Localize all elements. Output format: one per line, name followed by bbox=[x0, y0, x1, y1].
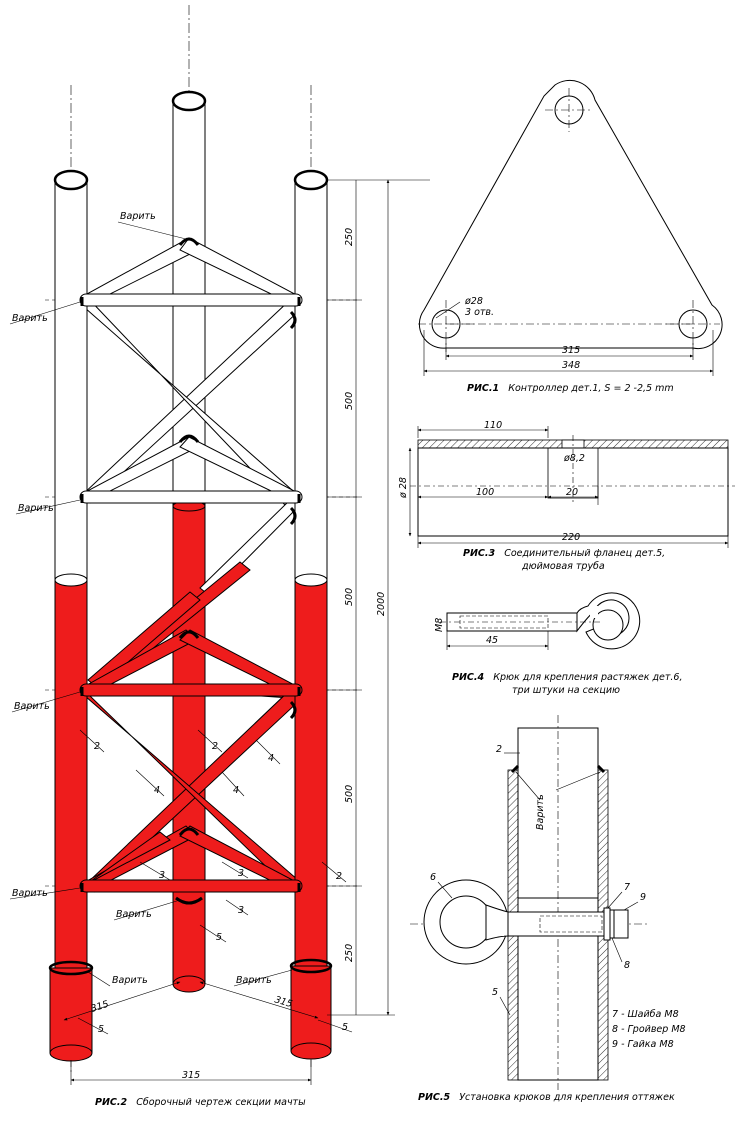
fig2-braces-upper bbox=[74, 237, 308, 597]
fig2-dim-vertical-text: 250 500 500 500 250 2000 bbox=[344, 228, 387, 962]
fig2-rails-upper bbox=[79, 293, 303, 504]
fig4-caption-num: РИС.4 bbox=[452, 672, 484, 683]
fig1-hole bbox=[554, 95, 584, 125]
fig5-legend-item: 7 - Шайба М8 bbox=[612, 1009, 679, 1020]
weld-label: Варить bbox=[14, 701, 50, 712]
fig3-flange-tube: 110 ø8,2 ø 28 100 20 220 РИС.3 Соедините… bbox=[398, 420, 735, 572]
fig4-caption-text: Крюк для крепления растяжек дет.6, bbox=[493, 672, 682, 683]
fig5-caption-num: РИС.5 bbox=[418, 1092, 450, 1103]
dim-side-right: 315 bbox=[273, 994, 294, 1010]
fig1-hole-dia: ø28 bbox=[464, 296, 483, 307]
fig3-caption-text2: дюймовая труба bbox=[521, 561, 605, 572]
fig2-caption-text: Сборочный чертеж секции мачты bbox=[136, 1097, 306, 1108]
fig1-plate-outline bbox=[418, 79, 723, 350]
fig4-dim-len: 45 bbox=[486, 635, 498, 646]
fig5-part-7: 7 bbox=[624, 882, 630, 893]
fig5-part-2: 2 bbox=[496, 744, 502, 755]
fig1-caption-text: Контроллер дет.1, S = 2 -2,5 mm bbox=[508, 383, 673, 394]
fig2-caption: РИС.2 Сборочный чертеж секции мачты bbox=[95, 1090, 306, 1109]
weld-label: Варить bbox=[120, 211, 156, 222]
part-number: 4 bbox=[233, 785, 239, 796]
dim-500-1: 500 bbox=[344, 392, 355, 410]
part-number: 5 bbox=[98, 1024, 104, 1035]
fig5-bolt bbox=[507, 911, 611, 937]
part-number: 2 bbox=[212, 741, 218, 752]
fig3-caption-text: Соединительный фланец дет.5, bbox=[504, 548, 665, 559]
weld-label: Варить bbox=[18, 503, 54, 514]
weld-label: Варить bbox=[12, 888, 48, 899]
fig1-hole-count: 3 отв. bbox=[465, 307, 494, 318]
fig4-hook: М8 45 РИС.4 Крюк для крепления растяжек … bbox=[434, 592, 682, 696]
fig2-dim-base bbox=[63, 981, 319, 1085]
fig3-caption-num: РИС.3 bbox=[463, 548, 495, 559]
weld-label: Варить bbox=[112, 975, 148, 986]
fig3-dims bbox=[408, 426, 729, 548]
fig5-part-5: 5 bbox=[492, 987, 498, 998]
fig1-dim-centers: 315 bbox=[562, 345, 580, 356]
fig5-installation: Варить 2 6 7 9 8 5 7 - Шайба М8 8 - Грой… bbox=[410, 715, 686, 1104]
dim-500-3: 500 bbox=[344, 785, 355, 803]
fig1-dims bbox=[423, 330, 714, 376]
dim-total: 2000 bbox=[376, 592, 387, 616]
fig4-caption-text2: три штуки на секцию bbox=[512, 685, 620, 696]
fig2-part-numbers: 2 2 2 4 4 4 3 3 3 5 5 5 bbox=[77, 729, 353, 1035]
fig4-caption: РИС.4 Крюк для крепления растяжек дет.6, bbox=[452, 665, 682, 684]
dim-500-2: 500 bbox=[344, 588, 355, 606]
fig5-lock-washer bbox=[609, 909, 615, 939]
fig4-thread: М8 bbox=[434, 618, 445, 632]
dim-side-left: 315 bbox=[90, 999, 111, 1015]
fig5-nut bbox=[613, 909, 629, 939]
fig5-washer bbox=[603, 907, 611, 941]
fig1-hole bbox=[431, 309, 461, 339]
fig5-caption-text: Установка крюков для крепления оттяжек bbox=[459, 1092, 675, 1103]
fig1-axes bbox=[418, 88, 720, 352]
dim-base-width: 315 bbox=[182, 1070, 200, 1081]
part-number: 4 bbox=[268, 753, 274, 764]
fig1-dim-overall: 348 bbox=[562, 360, 580, 371]
weld-label: Варить bbox=[12, 313, 48, 324]
fig5-caption: РИС.5 Установка крюков для крепления отт… bbox=[418, 1085, 675, 1104]
fig2-weld-labels: Варить Варить Варить Варить Варить Варит… bbox=[9, 211, 293, 987]
fig2-dim-vertical bbox=[327, 179, 430, 1016]
fig1-hole bbox=[678, 309, 708, 339]
fig2-leg-center bbox=[171, 90, 207, 993]
fig5-part-8: 8 bbox=[624, 960, 630, 971]
fig5-weld-label: Варить bbox=[535, 794, 546, 830]
fig2-weld-beads bbox=[80, 237, 301, 905]
fig1-caption: РИС.1 Контроллер дет.1, S = 2 -2,5 mm bbox=[467, 376, 674, 395]
fig5-part-9: 9 bbox=[640, 892, 646, 903]
fig2-caption-num: РИС.2 bbox=[95, 1097, 127, 1108]
part-number: 4 bbox=[154, 785, 160, 796]
weld-label: Варить bbox=[116, 909, 152, 920]
fig3-dim-hole: ø8,2 bbox=[563, 453, 585, 464]
fig5-part-6: 6 bbox=[430, 872, 436, 883]
fig5-legend-item: 8 - Гройвер М8 bbox=[612, 1024, 686, 1035]
fig5-legend-item: 9 - Гайка М8 bbox=[612, 1039, 674, 1050]
fig2-legs-front-upper bbox=[53, 169, 329, 581]
fig3-dim-length: 220 bbox=[562, 532, 580, 543]
part-number: 5 bbox=[342, 1022, 348, 1033]
fig3-dim-top: 110 bbox=[484, 420, 502, 431]
dim-250-bottom: 250 bbox=[344, 944, 355, 962]
part-number: 2 bbox=[94, 741, 100, 752]
fig3-dim-mid: 20 bbox=[566, 487, 578, 498]
fig1-controller-plate: ø28 3 отв. 315 348 РИС.1 Контроллер дет.… bbox=[418, 79, 723, 395]
dim-250-top: 250 bbox=[344, 228, 355, 246]
fig3-caption: РИС.3 Соединительный фланец дет.5, bbox=[463, 541, 665, 560]
fig3-dim-dia: ø 28 bbox=[398, 477, 409, 499]
fig1-caption-num: РИС.1 bbox=[467, 383, 499, 394]
fig2-mast-assembly: Варить Варить Варить Варить Варить Варит… bbox=[9, 5, 430, 1109]
fig3-dim-left: 100 bbox=[476, 487, 494, 498]
fig2-rails-lower bbox=[79, 683, 303, 893]
